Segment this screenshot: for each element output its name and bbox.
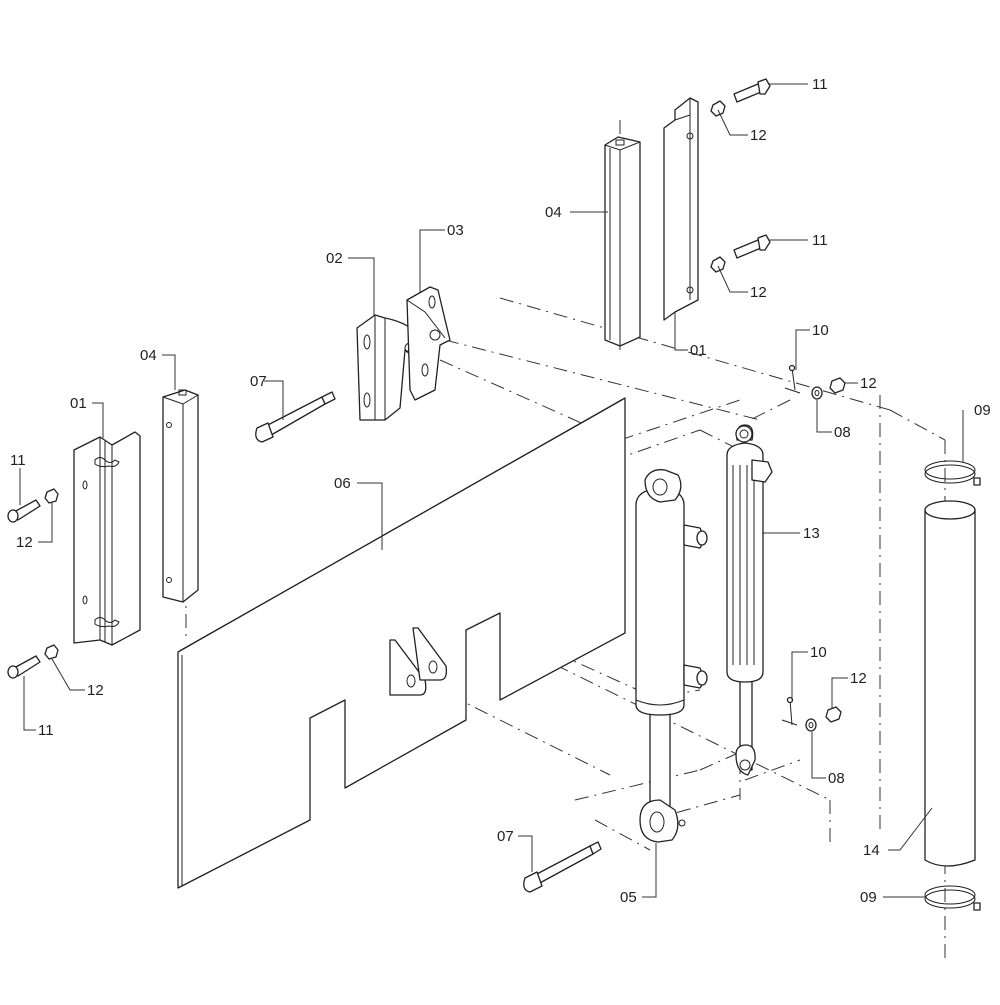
part-12-nut-right-top xyxy=(829,377,846,394)
part-10-cotter-pin-bottom xyxy=(781,696,798,726)
part-12-nut-right-bottom xyxy=(825,706,842,723)
part-07-pin-bottom xyxy=(523,841,602,893)
part-12-nut-top-b xyxy=(710,256,726,273)
callout-12: 12 xyxy=(87,682,104,699)
callout-11: 11 xyxy=(812,232,828,249)
part-11-screw-left-top xyxy=(7,499,41,523)
part-14-protective-tube xyxy=(924,500,976,867)
part-04-spacer-bar-left xyxy=(162,389,199,603)
callout-07: 07 xyxy=(497,828,514,845)
callout-05: 05 xyxy=(620,889,637,906)
callout-02: 02 xyxy=(326,250,343,267)
callout-01: 01 xyxy=(690,342,707,359)
callout-08: 08 xyxy=(828,770,845,787)
part-11-screw-left-bottom xyxy=(7,655,41,679)
callout-03: 03 xyxy=(447,222,464,239)
callout-14: 14 xyxy=(863,842,880,859)
callout-04: 04 xyxy=(545,204,562,221)
part-09-hose-clamp-top xyxy=(924,460,981,486)
callout-13: 13 xyxy=(803,525,820,542)
part-11-screw-top-b xyxy=(733,234,771,259)
callout-12: 12 xyxy=(850,670,867,687)
callouts: 11 12 11 12 04 01 03 02 04 01 07 11 12 1… xyxy=(10,76,991,906)
part-08-washer-bottom xyxy=(805,718,817,732)
part-12-nut-top-a xyxy=(710,100,726,117)
callout-08: 08 xyxy=(834,424,851,441)
callout-07: 07 xyxy=(250,373,267,390)
part-07-pin-top xyxy=(255,391,336,443)
callout-12: 12 xyxy=(750,127,767,144)
part-06-base-plate xyxy=(177,397,626,889)
part-04-spacer-bar-top xyxy=(604,136,641,347)
part-12-nut-left-top xyxy=(44,488,59,504)
part-10-cotter-pin-top xyxy=(784,364,801,394)
callout-12: 12 xyxy=(16,534,33,551)
callout-12: 12 xyxy=(860,375,877,392)
part-12-nut-left-bottom xyxy=(44,644,59,660)
part-09-hose-clamp-bottom xyxy=(924,885,981,911)
callout-10: 10 xyxy=(812,322,829,339)
part-01-angle-bracket-top xyxy=(663,97,699,321)
callout-11: 11 xyxy=(10,452,26,469)
part-08-washer-top xyxy=(811,386,823,400)
part-11-screw-top-a xyxy=(733,78,771,103)
callout-06: 06 xyxy=(334,475,351,492)
callout-11: 11 xyxy=(812,76,828,93)
part-03-hinge-bracket xyxy=(406,286,451,401)
callout-11: 11 xyxy=(38,722,54,739)
part-13-gas-spring xyxy=(726,424,773,776)
part-01-angle-bracket-left xyxy=(73,431,141,646)
callout-01: 01 xyxy=(70,395,87,412)
callout-10: 10 xyxy=(810,644,827,661)
callout-09: 09 xyxy=(974,402,991,419)
callout-09: 09 xyxy=(860,889,877,906)
part-05-hydraulic-cylinder xyxy=(635,469,708,843)
callout-04: 04 xyxy=(140,347,157,364)
callout-12: 12 xyxy=(750,284,767,301)
